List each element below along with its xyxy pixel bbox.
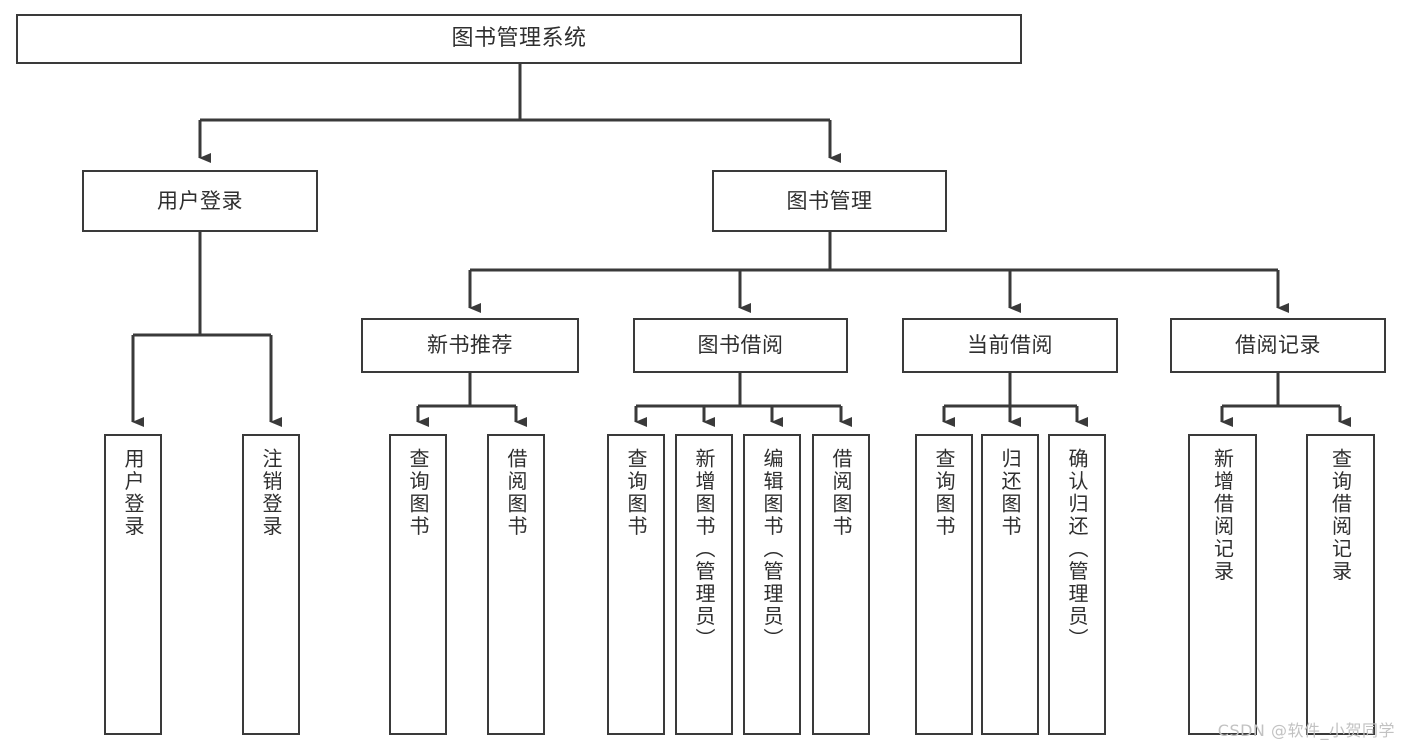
node-label: 用户登录 xyxy=(121,448,145,538)
node-label: 图书管理 xyxy=(786,188,873,213)
leaf-current-return-book[interactable]: 归还图书 xyxy=(981,434,1039,735)
leaf-current-query-book[interactable]: 查询图书 xyxy=(915,434,973,735)
node-book-management[interactable]: 图书管理 xyxy=(712,170,947,232)
node-label: 查询图书 xyxy=(932,448,956,538)
leaf-borrow-query-book[interactable]: 查询图书 xyxy=(607,434,665,735)
node-book-borrow[interactable]: 图书借阅 xyxy=(633,318,848,373)
leaf-user-login-signout[interactable]: 注销登录 xyxy=(242,434,300,735)
node-label: 确认归还（管理员） xyxy=(1065,448,1089,651)
leaf-borrow-borrow-book[interactable]: 借阅图书 xyxy=(812,434,870,735)
node-new-book-recommend[interactable]: 新书推荐 xyxy=(361,318,579,373)
leaf-record-query-record[interactable]: 查询借阅记录 xyxy=(1306,434,1375,735)
leaf-current-confirm-return-admin[interactable]: 确认归还（管理员） xyxy=(1048,434,1106,735)
node-label: 新书推荐 xyxy=(427,333,513,358)
node-label: 新增借阅记录 xyxy=(1210,448,1235,583)
leaf-borrow-edit-book-admin[interactable]: 编辑图书（管理员） xyxy=(743,434,801,735)
node-label: 借阅图书 xyxy=(829,448,853,538)
leaf-user-login-signin[interactable]: 用户登录 xyxy=(104,434,162,735)
node-label: 图书借阅 xyxy=(697,333,784,358)
leaf-record-add-record[interactable]: 新增借阅记录 xyxy=(1188,434,1257,735)
leaf-borrow-add-book-admin[interactable]: 新增图书（管理员） xyxy=(675,434,733,735)
node-label: 新增图书（管理员） xyxy=(692,448,716,651)
node-user-login[interactable]: 用户登录 xyxy=(82,170,318,232)
node-label: 借阅记录 xyxy=(1235,333,1321,358)
node-current-borrow[interactable]: 当前借阅 xyxy=(902,318,1118,373)
node-root-system[interactable]: 图书管理系统 xyxy=(16,14,1022,64)
node-label: 编辑图书（管理员） xyxy=(760,448,784,651)
node-label: 图书管理系统 xyxy=(451,26,587,52)
node-label: 查询图书 xyxy=(624,448,648,538)
node-label: 查询图书 xyxy=(406,448,430,538)
csdn-watermark: CSDN @软件_小贺同学 xyxy=(1217,721,1395,740)
node-label: 注销登录 xyxy=(259,448,283,538)
node-label: 用户登录 xyxy=(157,188,243,213)
leaf-recommend-query-book[interactable]: 查询图书 xyxy=(389,434,447,735)
node-label: 查询借阅记录 xyxy=(1328,448,1353,583)
leaf-recommend-borrow-book[interactable]: 借阅图书 xyxy=(487,434,545,735)
node-borrow-record[interactable]: 借阅记录 xyxy=(1170,318,1386,373)
node-label: 当前借阅 xyxy=(967,333,1053,358)
node-label: 归还图书 xyxy=(998,448,1022,538)
node-label: 借阅图书 xyxy=(504,448,528,538)
